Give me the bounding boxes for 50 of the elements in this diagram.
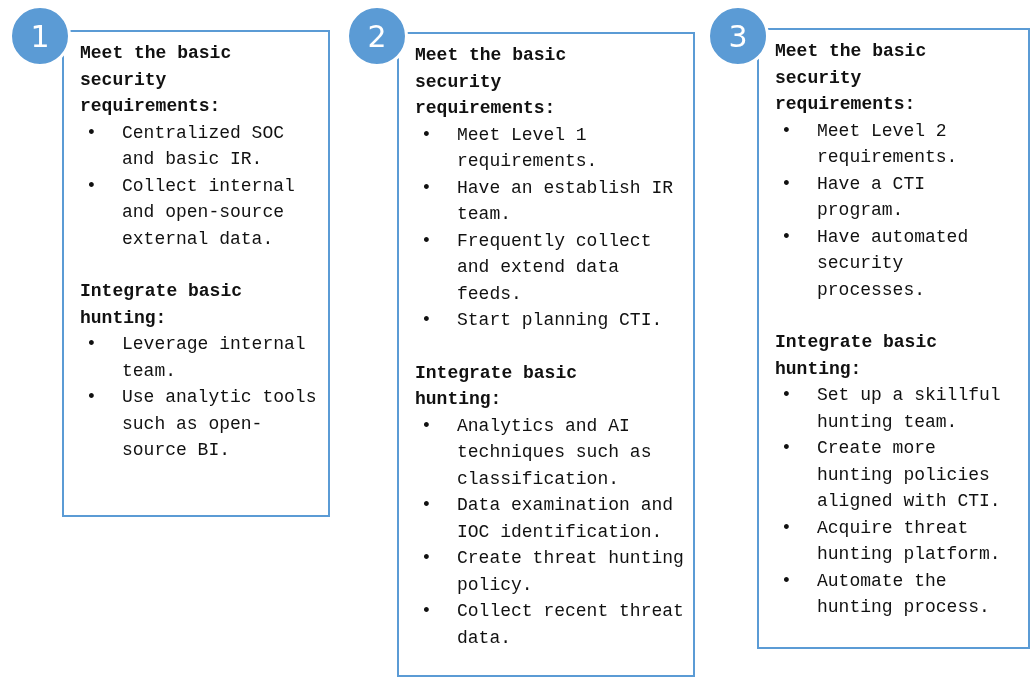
bullet-item: Meet Level 1 requirements.	[457, 124, 598, 171]
bullet-marker: •	[781, 384, 792, 407]
section-heading: Integrate basic hunting:	[775, 331, 939, 381]
bullet-marker: •	[781, 516, 792, 540]
bullet-marker: •	[421, 600, 432, 623]
bullet-item: Automate the hunting process.	[817, 570, 990, 617]
bullet-item: Frequently collect and extend data feeds.	[457, 230, 652, 304]
bullet-item: Have a CTI program.	[817, 173, 926, 220]
level-panel	[757, 28, 1030, 649]
bullet-item: Acquire threat hunting platform.	[817, 517, 1001, 564]
level-panel	[397, 32, 695, 677]
bullet-marker: •	[86, 121, 97, 145]
bullet-marker: •	[86, 386, 97, 409]
section-heading: Meet the basic security requirements:	[775, 40, 928, 116]
step-number-circle: 1	[9, 5, 71, 67]
bullet-marker: •	[421, 229, 432, 253]
bullet-item: Data examination and IOC identification.	[457, 495, 674, 542]
bullet-marker: •	[781, 569, 792, 593]
bullet-marker: •	[421, 494, 432, 517]
bullet-item: Have an establish IR team.	[457, 177, 674, 224]
step-number-circle: 3	[707, 5, 769, 67]
bullet-item: Set up a skillful hunting team.	[817, 385, 1001, 432]
bullet-item: Leverage internal team.	[122, 334, 306, 381]
bullet-item: Centralized SOC and basic IR.	[122, 122, 285, 169]
bullet-item: Collect internal and open-source external data.	[122, 175, 295, 249]
section-heading: Integrate basic hunting:	[80, 280, 244, 330]
bullet-marker: •	[421, 123, 432, 147]
bullet-item: Create threat hunting policy.	[457, 548, 684, 595]
bullet-item: Start planning CTI.	[457, 310, 663, 330]
bullet-marker: •	[421, 414, 432, 438]
bullet-marker: •	[421, 309, 432, 332]
section-heading: Meet the basic security requirements:	[80, 42, 233, 118]
bullet-marker: •	[781, 172, 792, 196]
bullet-marker: •	[421, 547, 432, 570]
section-heading: Integrate basic hunting:	[415, 361, 579, 411]
bullet-marker: •	[781, 437, 792, 460]
bullet-marker: •	[781, 119, 792, 143]
bullet-marker: •	[421, 176, 432, 200]
bullet-marker: •	[86, 174, 97, 198]
bullet-item: Create more hunting policies aligned with CTI.	[817, 438, 1001, 511]
section-heading: Meet the basic security requirements:	[415, 44, 568, 120]
bullet-item: Have automated security processes.	[817, 226, 969, 300]
step-number-circle: 2	[346, 5, 408, 67]
bullet-item: Meet Level 2 requirements.	[817, 120, 958, 167]
bullet-marker: •	[86, 333, 97, 356]
bullet-item: Collect recent threat data.	[457, 601, 684, 648]
bullet-item: Analytics and AI techniques such as classification.	[457, 415, 652, 489]
bullet-item: Use analytic tools such as open-source BI.	[122, 387, 317, 460]
level-panel	[62, 30, 330, 517]
bullet-marker: •	[781, 225, 792, 249]
